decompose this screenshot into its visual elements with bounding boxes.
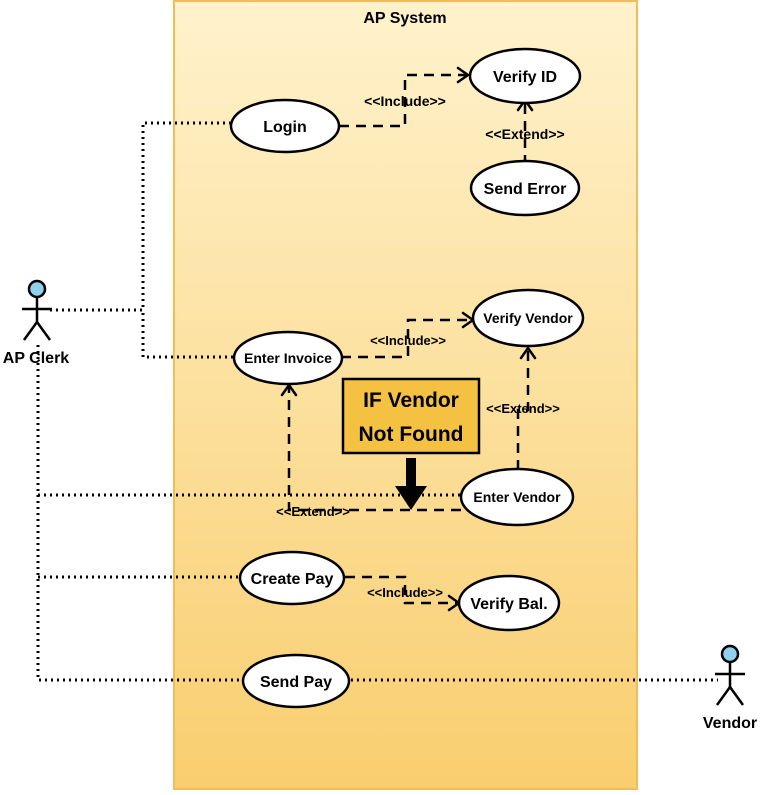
dep-entervendor-invoice — [287, 385, 461, 512]
label-include-invoice: <<Include>> — [370, 333, 446, 348]
label-extend-entervendor-invoice: <<Extend>> — [276, 504, 350, 519]
note-line-1: IF Vendor — [363, 389, 459, 412]
usecase-verify-bal[interactable] — [457, 574, 561, 632]
usecase-send-pay-label: Send Pay — [260, 674, 332, 691]
note-arrow-icon — [395, 458, 427, 510]
dep-createpay-verifybal — [345, 575, 458, 605]
arrowhead-verifyvendor-bottom — [519, 345, 537, 360]
usecase-verify-id[interactable] — [468, 47, 582, 105]
usecase-send-error[interactable] — [469, 159, 581, 217]
associations — [36, 121, 718, 682]
label-include-createpay: <<Include>> — [367, 585, 443, 600]
note-line-2: Not Found — [359, 423, 464, 446]
actor-head-icon — [720, 644, 740, 664]
dep-login-verifyid — [339, 73, 466, 128]
label-extend-senderror: <<Extend>> — [485, 126, 564, 142]
usecase-verify-id-label: Verify ID — [493, 69, 557, 86]
label-include-login: <<Include>> — [364, 93, 446, 109]
usecase-enter-invoice-label: Enter Invoice — [244, 350, 332, 366]
usecase-login-label: Login — [263, 119, 307, 136]
usecase-send-error-label: Send Error — [484, 181, 567, 198]
usecase-verify-vendor-label: Verify Vendor — [483, 310, 573, 326]
actor-vendor[interactable] — [715, 644, 745, 706]
assoc-clerk-login — [50, 121, 231, 312]
actor-ap-clerk-label: AP Clerk — [3, 350, 70, 367]
usecase-verify-vendor[interactable] — [471, 288, 585, 348]
actor-ap-clerk[interactable] — [22, 279, 52, 341]
actor-head-icon — [27, 279, 47, 299]
actor-vendor-label: Vendor — [703, 715, 757, 732]
arrowhead-verifyid — [456, 66, 471, 84]
usecase-verify-bal-label: Verify Bal. — [470, 596, 547, 613]
note-box — [341, 377, 481, 455]
usecase-enter-invoice[interactable] — [232, 330, 344, 386]
usecase-send-pay[interactable] — [241, 653, 351, 709]
label-extend-entervendor-verify: <<Extend>> — [486, 401, 560, 416]
system-title: AP System — [363, 10, 446, 27]
usecase-login[interactable] — [229, 98, 341, 154]
dep-invoice-verifyvendor — [341, 318, 472, 359]
usecase-create-pay[interactable] — [238, 550, 346, 606]
usecase-create-pay-label: Create Pay — [251, 571, 334, 588]
usecase-enter-vendor[interactable] — [459, 467, 575, 527]
usecase-enter-vendor-label: Enter Vendor — [473, 489, 561, 505]
dependencies — [287, 73, 530, 605]
